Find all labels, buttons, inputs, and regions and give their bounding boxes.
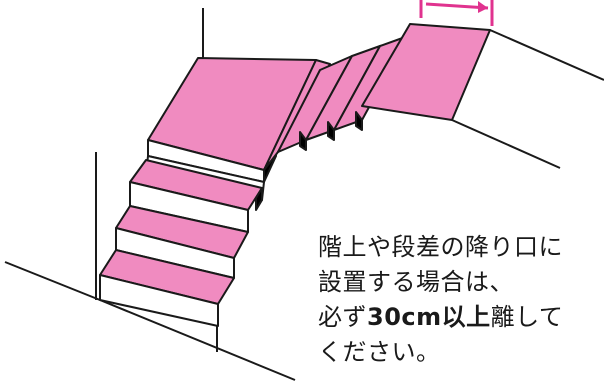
lower-floor-line-left xyxy=(4,261,101,301)
lower-stairs xyxy=(99,155,265,327)
caption-distance: 30cm xyxy=(367,303,442,331)
caption-line-2: 設置する場合は、 xyxy=(318,268,514,296)
marker-arrow-shaft xyxy=(425,2,489,10)
caption-apart: 離して xyxy=(490,303,564,331)
distance-marker xyxy=(419,0,494,26)
upper-floor-line-back xyxy=(489,29,604,81)
caption-line-1: 階上や段差の降り口に xyxy=(318,233,563,261)
upper-stairs xyxy=(147,23,491,183)
double-arrow-icon xyxy=(478,1,488,13)
upper-riser-gap-2 xyxy=(299,131,307,151)
caption-line-3: 必ず30cm以上離して xyxy=(318,300,602,335)
upper-riser-gap-3 xyxy=(327,121,335,141)
caption-text: 階上や段差の降り口に 設置する場合は、 必ず30cm以上離して ください。 xyxy=(318,230,602,370)
top-floor-tread xyxy=(361,23,491,121)
lower-riser-gap-1 xyxy=(255,187,263,211)
caption-line-4: ください。 xyxy=(318,338,441,366)
upper-riser-gap-4 xyxy=(355,111,363,131)
lower-floor-line-front xyxy=(99,299,296,381)
upper-floor-line-front xyxy=(451,119,561,169)
lower-riser-4 xyxy=(99,274,219,327)
caption-must: 必ず xyxy=(318,303,367,331)
caption-or-more: 以上 xyxy=(441,303,491,331)
